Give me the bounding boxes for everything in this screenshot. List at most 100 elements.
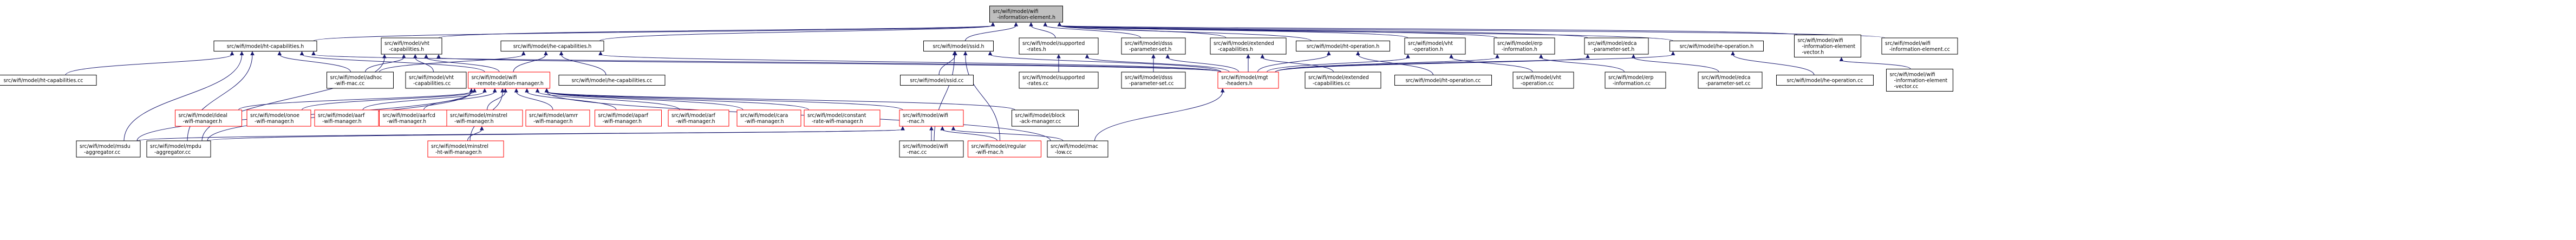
- node-box: [76, 140, 141, 158]
- node-onoe[interactable]: src/wifi/model/onoe-wifi-manager.h: [246, 109, 311, 127]
- node-vhtcapcc[interactable]: src/wifi/model/vht-capabilities.cc: [405, 72, 467, 89]
- node-minstrel[interactable]: src/wifi/model/minstrel-wifi-manager.h: [446, 109, 523, 127]
- edge-wifimach-maclow: [951, 126, 1064, 141]
- edge-arrowhead: [1029, 22, 1033, 27]
- node-hecapcc[interactable]: src/wifi/model/he-capabilities.cc: [558, 75, 666, 86]
- edge-arrowhead: [544, 88, 549, 93]
- node-aparf[interactable]: src/wifi/model/aparf-wifi-manager.h: [595, 109, 662, 127]
- node-label-line: src/wifi/model/ssid.cc: [910, 78, 963, 84]
- node-label-line: src/wifi/model/edca: [1701, 75, 1750, 81]
- node-ievech[interactable]: src/wifi/model/wifi-information-element-…: [1794, 35, 1861, 57]
- node-htopcc[interactable]: src/wifi/model/ht-operation.cc: [1394, 75, 1492, 86]
- node-aarf[interactable]: src/wifi/model/aarf-wifi-manager.h: [314, 109, 379, 127]
- node-edcah[interactable]: src/wifi/model/edca-parameter-set.h: [1584, 37, 1649, 55]
- node-extcaph[interactable]: src/wifi/model/extended-capabilities.h: [1210, 37, 1287, 55]
- node-arf[interactable]: src/wifi/model/arf-wifi-manager.h: [668, 109, 729, 127]
- node-label-line: -aggregator.cc: [84, 150, 120, 155]
- node-ssidcc[interactable]: src/wifi/model/ssid.cc: [900, 75, 974, 86]
- node-msdu[interactable]: src/wifi/model/msdu-aggregator.cc: [76, 140, 141, 158]
- edge-line: [1633, 57, 1719, 73]
- node-mpdu[interactable]: src/wifi/model/mpdu-aggregator.cc: [146, 140, 211, 158]
- node-supratescc[interactable]: src/wifi/model/supported-rates.cc: [1019, 72, 1099, 89]
- node-label-line: src/wifi/model/mac: [1051, 144, 1098, 150]
- node-htcapcc[interactable]: src/wifi/model/ht-capabilities.cc: [0, 75, 97, 86]
- node-constant[interactable]: src/wifi/model/constant-rate-wifi-manage…: [804, 109, 881, 127]
- node-label-line: -vector.h: [1802, 50, 1824, 56]
- edge-ievech-ieveccc: [1839, 57, 1911, 69]
- node-mgth[interactable]: src/wifi/model/mgt-headers.h: [1217, 72, 1279, 89]
- node-heopcc[interactable]: src/wifi/model/he-operation.cc: [1776, 75, 1874, 86]
- edge-line: [546, 91, 903, 111]
- node-aarfcd[interactable]: src/wifi/model/aarfcd-wifi-manager.h: [379, 109, 449, 127]
- node-heoph[interactable]: src/wifi/model/he-operation.h: [1669, 41, 1764, 51]
- edge-root-dssph: [1043, 22, 1141, 38]
- node-vhtcaph[interactable]: src/wifi/model/vht-capabilities.h: [381, 37, 442, 55]
- node-label-line: src/wifi/model/regular: [971, 144, 1026, 150]
- node-cara[interactable]: src/wifi/model/cara-wifi-manager.h: [736, 109, 801, 127]
- edge-rsmh-amrr: [514, 88, 553, 111]
- edge-hecaph-rsmh: [513, 51, 548, 73]
- node-adhoc[interactable]: src/wifi/model/adhoc-wifi-mac.cc: [327, 72, 394, 89]
- node-ideal[interactable]: src/wifi/model/ideal-wifi-manager.h: [175, 109, 242, 127]
- node-wifimach[interactable]: src/wifi/model/wifi-mac.h: [899, 109, 964, 127]
- edge-arrowhead: [535, 88, 540, 93]
- edge-line: [965, 25, 1016, 41]
- node-box: [899, 140, 964, 158]
- edge-line: [1094, 91, 1223, 141]
- node-htcaph[interactable]: src/wifi/model/ht-capabilities.h: [213, 41, 317, 51]
- node-label-line: src/wifi/model/vht: [1516, 75, 1561, 81]
- node-box: [923, 41, 994, 51]
- edge-supratesh-mgth: [1085, 54, 1230, 73]
- edge-heoph-mgth: [1275, 51, 1675, 73]
- node-erpcc[interactable]: src/wifi/model/erp-information.cc: [1605, 72, 1666, 89]
- node-edcacc[interactable]: src/wifi/model/edca-parameter-set.cc: [1698, 72, 1763, 89]
- node-ieveccc[interactable]: src/wifi/model/wifi-information-element-…: [1886, 69, 1953, 92]
- node-supratesh[interactable]: src/wifi/model/supported-rates.h: [1019, 37, 1099, 55]
- node-label-line: src/wifi/model/erp: [1608, 75, 1654, 81]
- node-vhtoph[interactable]: src/wifi/model/vht-operation.h: [1404, 37, 1466, 55]
- edge-line: [136, 129, 903, 141]
- node-box: [314, 109, 379, 127]
- node-label-line: -aggregator.cc: [154, 150, 191, 155]
- edge-line: [537, 91, 680, 111]
- edge-line: [1275, 57, 1498, 73]
- node-label-line: src/wifi/model/he-operation.h: [1680, 44, 1754, 50]
- node-wifimaccc[interactable]: src/wifi/model/wifi-mac.cc: [899, 140, 964, 158]
- edge-line: [362, 91, 485, 111]
- node-blockack[interactable]: src/wifi/model/block-ack-manager.cc: [1012, 109, 1079, 127]
- node-dssph[interactable]: src/wifi/model/dsss-parameter-set.h: [1121, 37, 1186, 55]
- edge-arrowhead: [1839, 57, 1844, 61]
- node-vhtopcc[interactable]: src/wifi/model/vht-operation.cc: [1512, 72, 1574, 89]
- node-amrr[interactable]: src/wifi/model/amrr-wifi-manager.h: [525, 109, 590, 127]
- node-extcapcc[interactable]: src/wifi/model/extended-capabilities.cc: [1305, 72, 1381, 89]
- node-hecaph[interactable]: src/wifi/model/he-capabilities.h: [500, 41, 604, 51]
- node-dsspcc[interactable]: src/wifi/model/dsss-parameter-set.cc: [1121, 72, 1186, 89]
- node-box: [1296, 41, 1390, 51]
- node-regular[interactable]: src/wifi/model/regular-wifi-mac.h: [968, 140, 1041, 158]
- node-box: [500, 41, 604, 51]
- node-maclow[interactable]: src/wifi/model/mac-low.cc: [1047, 140, 1108, 158]
- edge-dssph-dsspcc: [1151, 54, 1156, 72]
- edge-root-extcaph: [1057, 22, 1227, 38]
- node-erph[interactable]: src/wifi/model/erp-information.h: [1494, 37, 1555, 55]
- node-label-line: -remote-station-manager.h: [476, 81, 544, 87]
- node-rsmh[interactable]: src/wifi/model/wifi-remote-station-manag…: [468, 72, 550, 89]
- node-minstrelht[interactable]: src/wifi/model/minstrel-ht-wifi-manager.…: [427, 140, 504, 158]
- node-label-line: src/wifi/model/ideal: [179, 113, 227, 119]
- node-box: [468, 72, 550, 89]
- node-box: [1584, 37, 1649, 55]
- edge-arrowhead: [1151, 54, 1156, 59]
- edge-line: [599, 25, 993, 41]
- edge-line: [365, 57, 405, 73]
- node-htoph[interactable]: src/wifi/model/ht-operation.h: [1296, 41, 1390, 51]
- edge-arrowhead: [1731, 51, 1735, 55]
- node-label-line: -parameter-set.cc: [1706, 81, 1751, 87]
- edge-line: [207, 129, 903, 141]
- edge-arrowhead: [401, 54, 406, 59]
- node-label-line: src/wifi/model/dsss: [1125, 75, 1173, 81]
- node-ssidh[interactable]: src/wifi/model/ssid.h: [923, 41, 994, 51]
- node-label-line: -information-element: [1894, 78, 1948, 84]
- node-label-line: src/wifi/model/ht-capabilities.h: [227, 44, 304, 50]
- node-root[interactable]: src/wifi/model/wifi-information-element.…: [989, 5, 1063, 23]
- node-iecc[interactable]: src/wifi/model/wifi-information-element.…: [1881, 37, 1958, 55]
